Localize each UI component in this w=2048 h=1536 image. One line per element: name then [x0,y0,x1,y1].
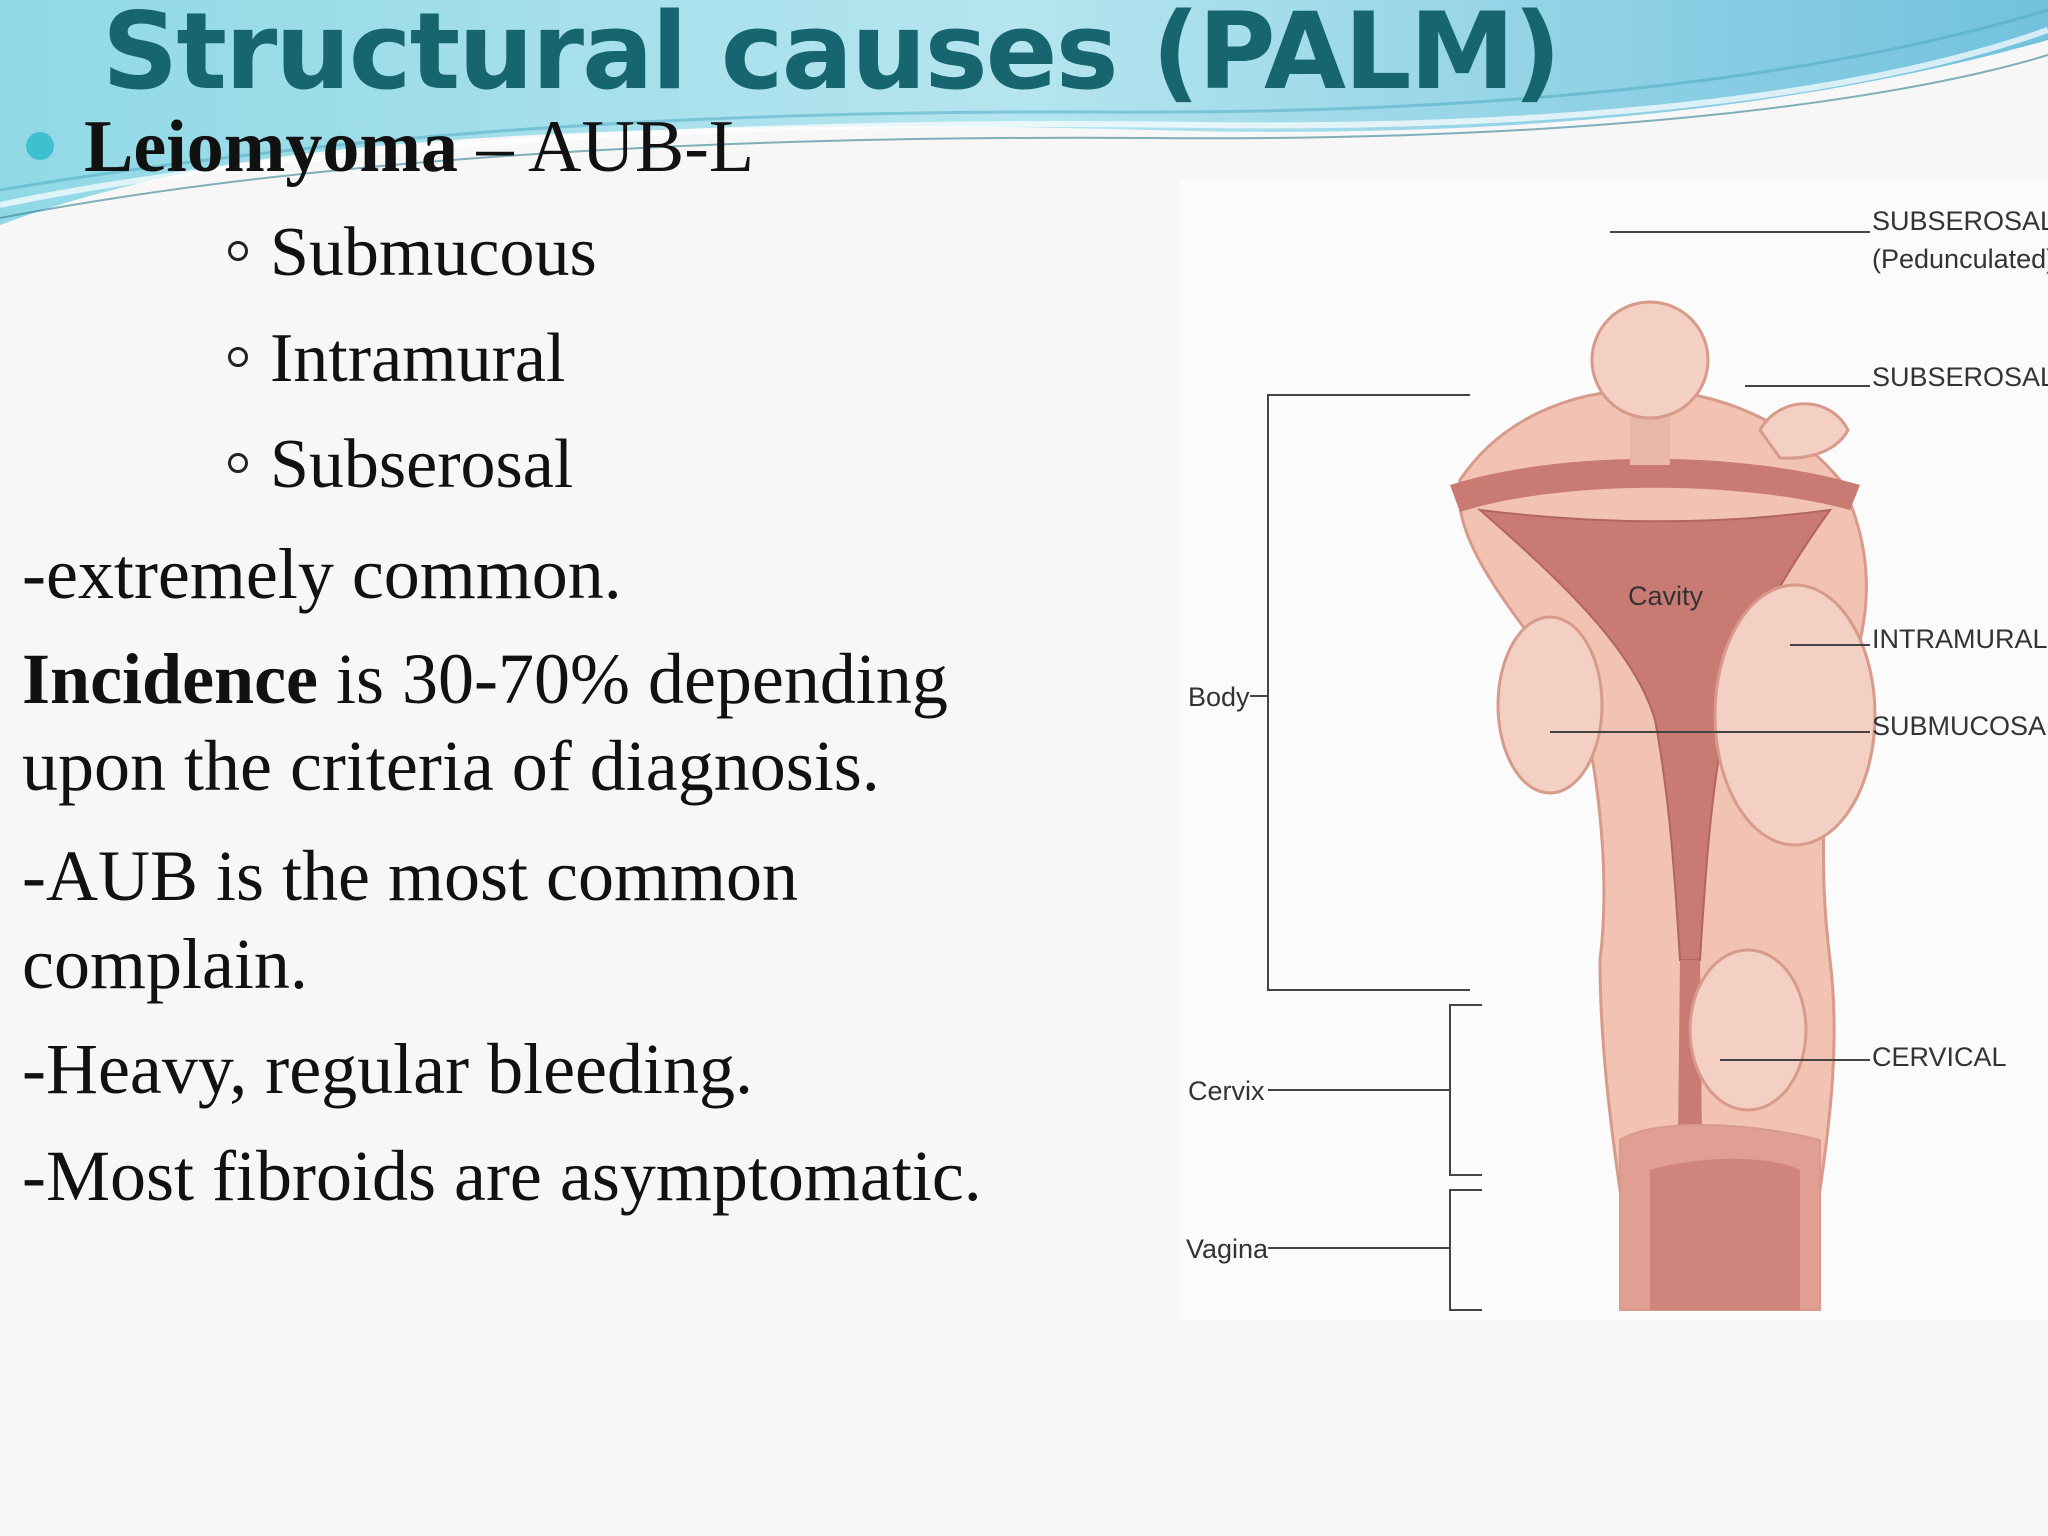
leiomyoma-term: Leiomyoma [84,106,459,188]
leader-lines-primary [1550,231,1870,1061]
fibroid-cervical [1688,948,1808,1112]
fibroid-submucosal [1496,615,1604,795]
text-line-criteria: upon the criteria of diagnosis. [22,726,880,806]
circle-bullet-icon [228,240,248,261]
aub-l-text: – AUB-L [458,106,755,188]
fibroid-diagram: SUBSEROSAL (Pedunculated) SUBSEROSAL Cav… [1180,180,2048,1320]
slide-title: Structural causes (PALM) [102,0,1561,113]
bullet-dot-icon [26,132,54,160]
text-line-asymptomatic: -Most fibroids are asymptomatic. [22,1136,982,1216]
incidence-term: Incidence [22,639,318,719]
circle-bullet-icon [228,452,248,473]
label-cervix: Cervix [1188,1076,1265,1106]
fundus-band [1450,458,1860,512]
label-submucosal: SUBMUCOSAL [1872,711,2048,741]
fibroid-intramural [1713,583,1877,847]
region-brackets [1250,394,1482,1311]
fibroid-subserosal-pedunculated [1590,300,1710,420]
label-intramural: INTRAMURAL [1872,624,2048,654]
text-line-common: -extremely common. [22,534,622,614]
label-cervical: CERVICAL [1872,1042,2007,1072]
text-line-incidence: Incidence is 30-70% depending [22,639,948,719]
label-cavity: Cavity [1628,581,1704,611]
bullet-leiomyoma: Leiomyoma – AUB-L [84,110,754,184]
header-waves [0,0,2048,225]
subtype-item: Subserosal [228,430,573,500]
label-subserosal: SUBSEROSAL [1872,206,2048,236]
label-subserosal-2: SUBSEROSAL [1872,362,2048,392]
label-vagina: Vagina [1186,1234,1269,1264]
subtype-item: Submucous [228,218,597,288]
label-body: Body [1188,682,1250,712]
text-line-aub: -AUB is the most common [22,836,798,916]
subtype-item: Intramural [228,324,565,394]
text-line-bleeding: -Heavy, regular bleeding. [22,1029,754,1109]
fibroid-subserosal [1758,402,1850,460]
label-pedunculated: (Pedunculated) [1872,244,2048,274]
text-line-complain: complain. [22,924,308,1004]
circle-bullet-icon [228,346,248,367]
